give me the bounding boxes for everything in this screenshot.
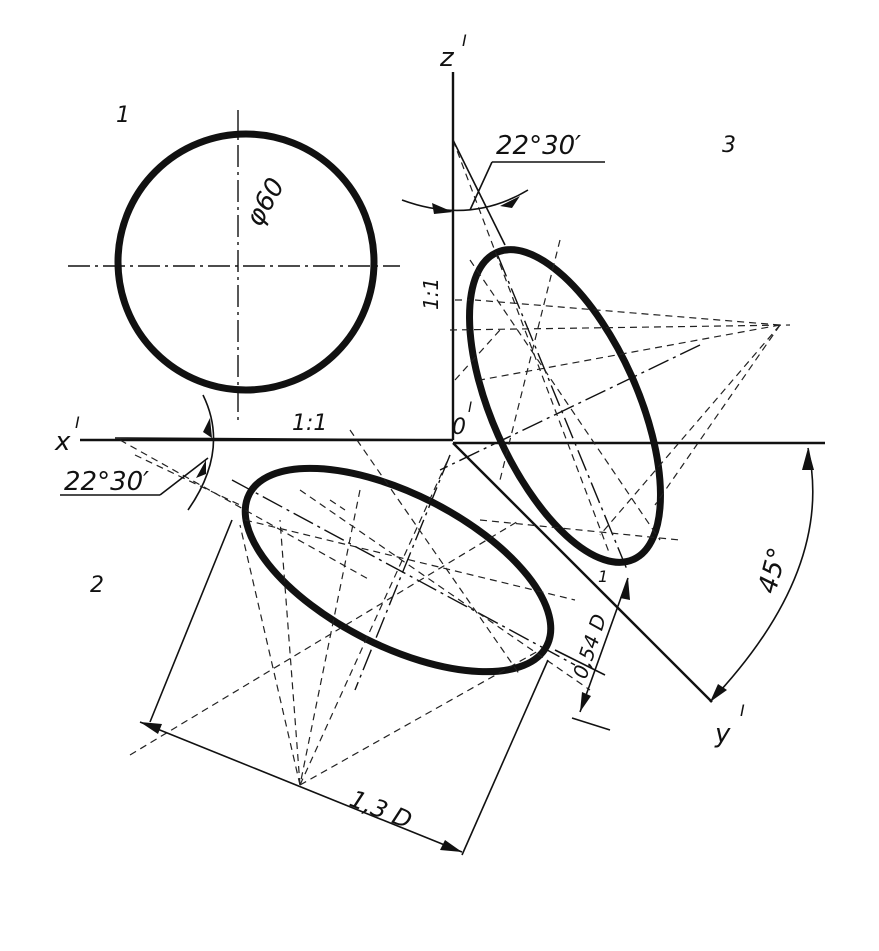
- right-ellipse-minor-centerline: [439, 344, 701, 471]
- angle-top-arrowhead-right: [500, 196, 520, 208]
- left-ellipse-minor-centerline: [354, 454, 451, 691]
- angle-top-inclined-line: [452, 139, 506, 246]
- minor-axis-dimension: [554, 577, 630, 731]
- scale-label-vertical: 1:1: [419, 278, 443, 310]
- axis-label-origin: 0: [452, 415, 466, 440]
- angle-45-arrowhead-bottom: [710, 684, 727, 702]
- major-axis-dimension: [139, 519, 549, 856]
- minor-axis-label: 0,54 D: [568, 611, 611, 681]
- angle-left-guide: [134, 454, 241, 506]
- small-mark-label: 1: [598, 567, 608, 586]
- left-ellipse-construction-5: [129, 519, 521, 756]
- axis-label-z: z: [439, 43, 455, 73]
- view-label-right: 3: [722, 133, 736, 158]
- angle-left-arrowhead-bottom: [196, 460, 206, 478]
- diameter-label: φ60: [240, 173, 291, 232]
- axis-label-x: x: [54, 427, 71, 457]
- right-ellipse-construction-4: [654, 324, 781, 506]
- angle-label-right: 45°: [753, 545, 794, 597]
- left-ellipse-major-centerline: [231, 479, 576, 666]
- major-axis-label: 1,3 D: [346, 785, 416, 835]
- left-ellipse-construction-1: [299, 454, 451, 786]
- angle-left-arc: [187, 394, 215, 511]
- axis-label-y: y: [714, 719, 731, 749]
- axis-label-x-prime: I: [75, 413, 80, 432]
- angle-dimension-top: [401, 139, 605, 246]
- minor-axis-arrowhead-top: [620, 578, 630, 600]
- left-ellipse-group: [119, 429, 591, 786]
- left-ellipse-construction-11: [329, 499, 346, 511]
- right-ellipse-construction-1: [474, 299, 781, 326]
- angle-dimension-left: [60, 394, 454, 511]
- major-axis-dim-line: [139, 721, 463, 853]
- front-view-circle: [114, 130, 378, 394]
- y-axis: [452, 442, 713, 703]
- minor-axis-ext-1: [554, 649, 606, 676]
- angle-label-left: 22°30′: [64, 467, 149, 497]
- labels: 1 2 3 z I x I y I 0 I φ60 1:1 1:1 22°30′…: [54, 31, 794, 835]
- view-label-left: 2: [90, 573, 104, 598]
- left-ellipse-construction-9: [349, 429, 521, 676]
- front-view-circle-group: [68, 110, 400, 425]
- angle-left-arrowhead-top: [203, 418, 212, 438]
- right-ellipse-major-centerline: [497, 255, 629, 573]
- left-ellipse-construction-2: [299, 649, 541, 786]
- left-ellipse-construction-4: [279, 519, 301, 786]
- view-label-front: 1: [116, 103, 130, 128]
- axis-label-origin-prime: I: [468, 400, 472, 416]
- minor-axis-arrowhead-bottom: [580, 692, 591, 712]
- left-ellipse-construction-7: [299, 489, 361, 786]
- angle-top-leader: [469, 161, 493, 211]
- major-axis-ext-left: [149, 519, 233, 723]
- angle-45-arc: [709, 447, 814, 703]
- major-axis-ext-right: [461, 659, 549, 856]
- right-ellipse: [466, 246, 664, 566]
- minor-axis-ext-2: [571, 717, 611, 731]
- left-ellipse-construction-3: [239, 524, 301, 786]
- left-ellipse-construction-6: [244, 519, 576, 601]
- left-ellipse: [241, 464, 555, 676]
- major-axis-arrowhead-right: [440, 840, 462, 852]
- right-ellipse-construction-8: [499, 239, 561, 481]
- axis-label-z-prime: I: [462, 31, 467, 50]
- angle-label-top: 22°30′: [496, 131, 581, 161]
- right-ellipse-group: [439, 139, 791, 573]
- angle-top-arrowhead-left: [432, 203, 453, 214]
- right-ellipse-construction-2: [479, 324, 781, 381]
- right-ellipse-construction-6: [449, 324, 791, 331]
- angle-left-leader: [159, 457, 209, 496]
- left-ellipse-construction-8: [299, 489, 591, 691]
- angle-dimension-45: [709, 447, 814, 703]
- axis-label-y-prime: I: [740, 701, 745, 720]
- angle-left-inclined-line: [114, 437, 454, 441]
- scale-label-horizontal: 1:1: [292, 411, 327, 436]
- minor-axis-dim-line: [579, 577, 629, 713]
- angle-top-arc: [401, 189, 529, 212]
- major-axis-arrowhead-left: [140, 722, 162, 734]
- coordinate-axes: [80, 72, 825, 703]
- right-ellipse-construction-7: [469, 259, 661, 541]
- right-ellipse-construction-3: [599, 324, 781, 536]
- right-ellipse-construction-9: [479, 519, 681, 541]
- angle-45-arrowhead-top: [802, 448, 814, 470]
